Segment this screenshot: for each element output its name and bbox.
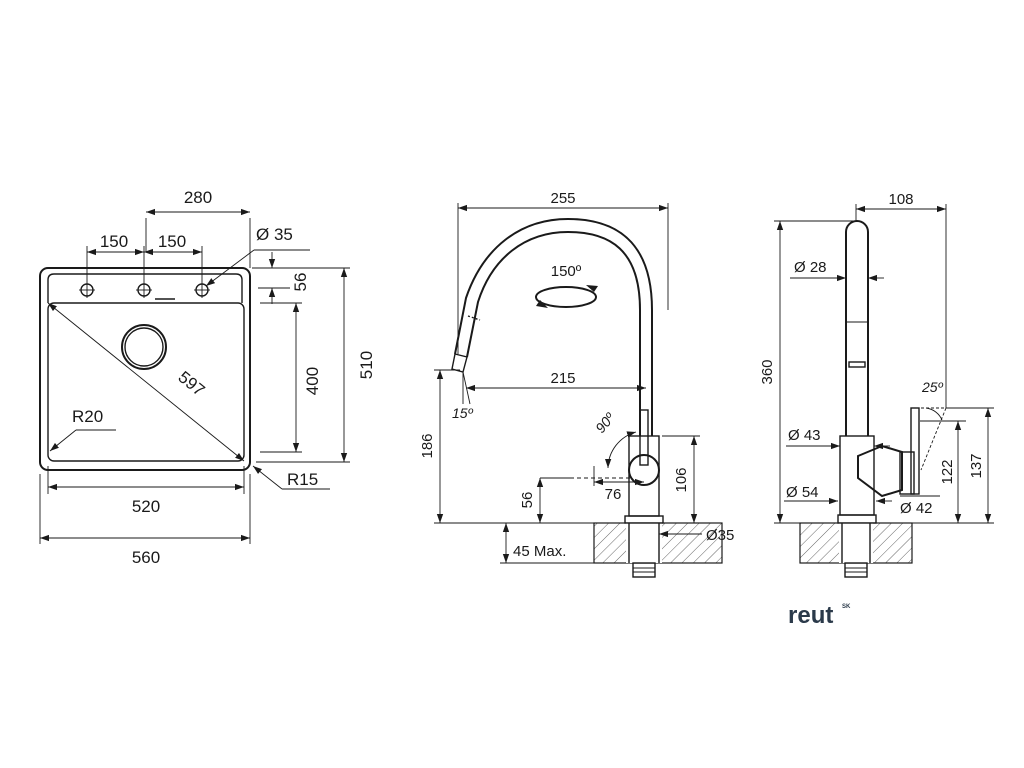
dim-faucet-rotation: 150º — [551, 263, 582, 280]
sink-drain-inner — [124, 327, 164, 367]
faucet-side-bolt — [844, 562, 868, 578]
dim-faucet-15deg: 15º — [452, 405, 474, 421]
faucet-front-lever — [639, 409, 649, 466]
dim-faucet-side-base-diameter: Ø 54 — [786, 484, 819, 501]
faucet-side-body — [839, 435, 875, 516]
dim-sink-r20: R20 — [72, 407, 103, 426]
dim-sink-400: 400 — [303, 367, 322, 395]
dim-faucet-186: 186 — [419, 433, 436, 458]
brand-logo: reut SK — [788, 602, 851, 629]
faucet-side-lever-housing — [857, 444, 903, 498]
dim-faucet-side-25deg: 25º — [921, 379, 944, 395]
dim-faucet-90deg: 90º — [592, 409, 618, 436]
faucet-front-spout-inner — [454, 217, 653, 436]
dim-faucet-side-lever-diameter: Ø 42 — [900, 500, 933, 517]
dim-sink-510: 510 — [357, 351, 376, 379]
faucet-front-body — [628, 435, 660, 517]
faucet-side-view: 108 Ø 28 360 25º Ø 43 Ø 54 Ø 42 122 — [759, 191, 994, 578]
sink-top-view: 280 150 150 Ø 35 56 400 510 597 — [39, 188, 376, 567]
dim-faucet-215: 215 — [550, 370, 575, 387]
dim-sink-280: 280 — [184, 188, 212, 207]
brand-name: reut — [788, 602, 833, 629]
dim-faucet-45max: 45 Max. — [513, 543, 566, 560]
dim-sink-560: 560 — [132, 548, 160, 567]
dim-faucet-56: 56 — [519, 492, 536, 509]
sink-tap-holes — [79, 282, 210, 298]
dim-faucet-side-122: 122 — [939, 459, 956, 484]
faucet-front-spout-outer — [466, 230, 641, 436]
dim-faucet-base-diameter: Ø35 — [706, 527, 734, 544]
faucet-front-lever-knob — [628, 454, 660, 486]
dim-faucet-76: 76 — [605, 486, 622, 503]
dim-faucet-side-137: 137 — [968, 453, 985, 478]
brand-suffix: SK — [842, 604, 851, 610]
dim-faucet-side-spout-diameter: Ø 28 — [794, 259, 827, 276]
faucet-side-lever — [910, 407, 920, 495]
faucet-side-spout — [845, 220, 869, 436]
dim-faucet-106: 106 — [673, 467, 690, 492]
dim-sink-150-left: 150 — [100, 232, 128, 251]
dim-sink-150-right: 150 — [158, 232, 186, 251]
dim-faucet-255: 255 — [550, 190, 575, 207]
sink-tap-deck — [47, 273, 243, 303]
dim-sink-597: 597 — [174, 367, 208, 400]
dim-sink-hole-diameter: Ø 35 — [256, 225, 293, 244]
dim-sink-56: 56 — [291, 273, 310, 292]
dim-faucet-side-body-diameter: Ø 43 — [788, 427, 821, 444]
sink-outer-outline — [39, 267, 251, 471]
faucet-front-view: 150º 255 215 15º 186 90º 106 76 56 — [419, 190, 734, 578]
dim-sink-520: 520 — [132, 497, 160, 516]
sink-drain-outer — [121, 324, 167, 370]
faucet-front-bolt — [632, 562, 656, 578]
dim-sink-r15: R15 — [287, 470, 318, 489]
dim-faucet-side-360: 360 — [759, 359, 776, 384]
dim-faucet-side-108: 108 — [888, 191, 913, 208]
faucet-rotation-ellipse — [535, 286, 597, 308]
